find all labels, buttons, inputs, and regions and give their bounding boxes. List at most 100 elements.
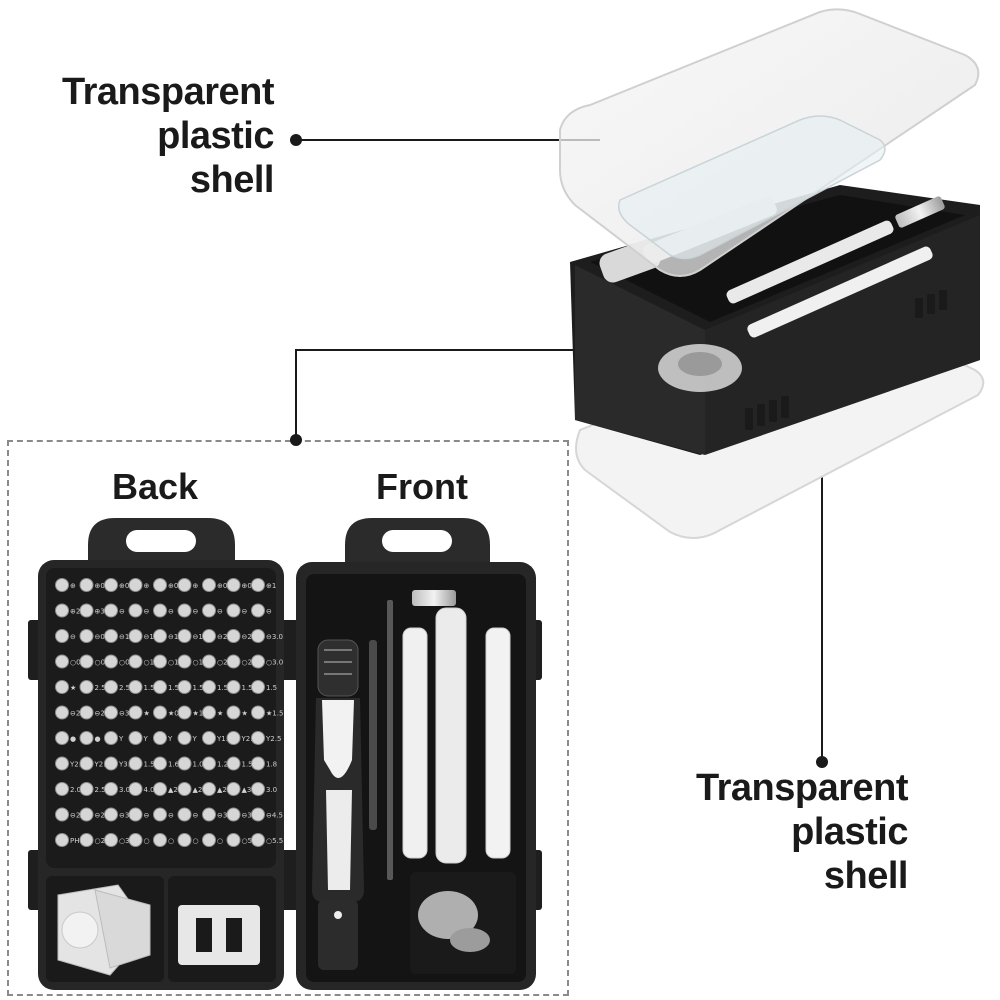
bit-socket	[55, 807, 69, 822]
bit-label: ○0.8	[119, 659, 136, 667]
bit-label: ○	[144, 837, 150, 845]
bit-label: ⊕	[70, 582, 76, 590]
bit-socket	[128, 654, 143, 669]
bit-label: Y1.5	[216, 735, 232, 743]
bit-socket	[251, 578, 265, 592]
bit-socket	[79, 782, 94, 796]
bit-socket	[251, 731, 265, 745]
bit-socket	[79, 578, 94, 592]
bit-label: ○	[193, 837, 199, 845]
bit-socket	[128, 807, 143, 822]
bit-label: ★	[70, 684, 76, 692]
bit-socket	[177, 731, 192, 745]
bit-label: ○0.7	[95, 659, 112, 667]
bit-socket	[226, 629, 241, 643]
bit-socket	[104, 578, 118, 592]
bit-socket	[104, 705, 118, 720]
bit-label: Y	[192, 735, 198, 743]
bit-socket	[202, 731, 216, 745]
bit-socket	[202, 807, 216, 822]
bit-socket	[226, 807, 241, 822]
callout-top-shell: Transparent plastic shell	[61, 71, 275, 201]
bit-label: ○0.6	[70, 659, 88, 667]
bit-socket	[226, 782, 241, 796]
detail-frame	[7, 440, 569, 996]
bit-socket	[177, 654, 192, 669]
bit-socket	[251, 756, 265, 771]
bit-socket	[251, 807, 265, 822]
front-case	[286, 518, 542, 990]
bit-label: ⊖3.0	[266, 633, 283, 641]
bit-socket	[251, 603, 265, 618]
bit-socket	[177, 578, 192, 592]
bit-socket	[104, 731, 118, 745]
bit-label: Y2.0	[69, 761, 85, 769]
bit-socket	[79, 756, 94, 771]
bit-label: ▲2.7	[217, 786, 234, 794]
bit-label: ⊖2.5	[95, 710, 112, 718]
bit-socket	[104, 654, 118, 669]
bit-label: ⊖2.6	[95, 812, 113, 820]
bit-socket	[202, 603, 216, 618]
bit-socket	[177, 833, 192, 847]
bit-label: ⊕0	[242, 582, 252, 590]
bit-socket	[202, 629, 216, 643]
bit-label: ★1.2	[193, 710, 210, 718]
bit-socket	[104, 807, 118, 822]
bit-socket	[177, 629, 192, 643]
bit-socket	[128, 731, 143, 745]
bit-socket	[153, 705, 167, 720]
bit-label: 3.0	[119, 786, 130, 794]
bit-label: ○2.5	[95, 837, 112, 845]
bit-label: 3.0	[266, 786, 277, 794]
bit-socket	[251, 654, 265, 669]
bit-label: ⊖	[217, 608, 223, 616]
bit-label: ⊖2.5	[70, 812, 87, 820]
bit-label: ⊖1.0	[119, 633, 136, 641]
bit-socket	[104, 756, 118, 771]
bit-label: ⊖	[144, 608, 150, 616]
bit-socket	[153, 782, 167, 796]
bit-socket	[79, 680, 94, 694]
bit-socket	[202, 680, 216, 694]
bit-label: ⊕0	[217, 582, 227, 590]
bit-socket	[79, 833, 94, 847]
back-caption: Back	[112, 466, 199, 507]
bit-socket	[153, 629, 167, 643]
bit-socket	[226, 654, 241, 669]
bit-label: ⊖2.5	[242, 633, 259, 641]
bit-socket	[251, 705, 265, 720]
bit-label: 1.5	[266, 684, 277, 692]
bit-socket	[177, 782, 192, 796]
bit-label: ⊖	[70, 633, 76, 641]
bit-label: ○1.0	[144, 659, 161, 667]
bit-socket	[55, 603, 69, 618]
bit-socket	[226, 578, 241, 592]
bit-socket	[104, 603, 118, 618]
bit-label: ○2.5	[242, 659, 259, 667]
bit-label: ⊖4.5	[266, 812, 283, 820]
bit-socket	[226, 680, 241, 694]
bit-label: ⊖3.4	[217, 812, 235, 820]
bit-socket	[55, 680, 69, 694]
bit-grid: ⊕⊕00⊕0⊕⊕00⊕⊕0⊕0⊕1⊕2⊕3⊖⊖⊖⊖⊖⊖⊖⊖⊖0.8⊖1.0⊖1.…	[55, 578, 283, 847]
bit-socket	[104, 680, 118, 694]
bit-label: ★	[217, 710, 223, 718]
bit-label: 1.5	[168, 684, 179, 692]
back-case: ⊕⊕00⊕0⊕⊕00⊕⊕0⊕0⊕1⊕2⊕3⊖⊖⊖⊖⊖⊖⊖⊖⊖0.8⊖1.0⊖1.…	[28, 518, 292, 990]
bit-label: 1.5	[217, 684, 228, 692]
bit-socket	[128, 578, 143, 592]
bit-socket	[79, 603, 94, 618]
bit-socket	[153, 654, 167, 669]
bit-label: ▲3.0	[242, 786, 259, 794]
bit-label: ⊖1.5	[168, 633, 185, 641]
bit-label: ⊖	[144, 812, 150, 820]
front-caption: Front	[376, 466, 468, 507]
bit-socket	[104, 629, 118, 643]
bit-label: ⊕	[144, 582, 150, 590]
bit-socket	[55, 731, 69, 745]
bit-socket	[55, 833, 69, 847]
bit-label: ★	[144, 710, 150, 718]
bit-socket	[251, 629, 265, 643]
bit-socket	[79, 731, 94, 745]
